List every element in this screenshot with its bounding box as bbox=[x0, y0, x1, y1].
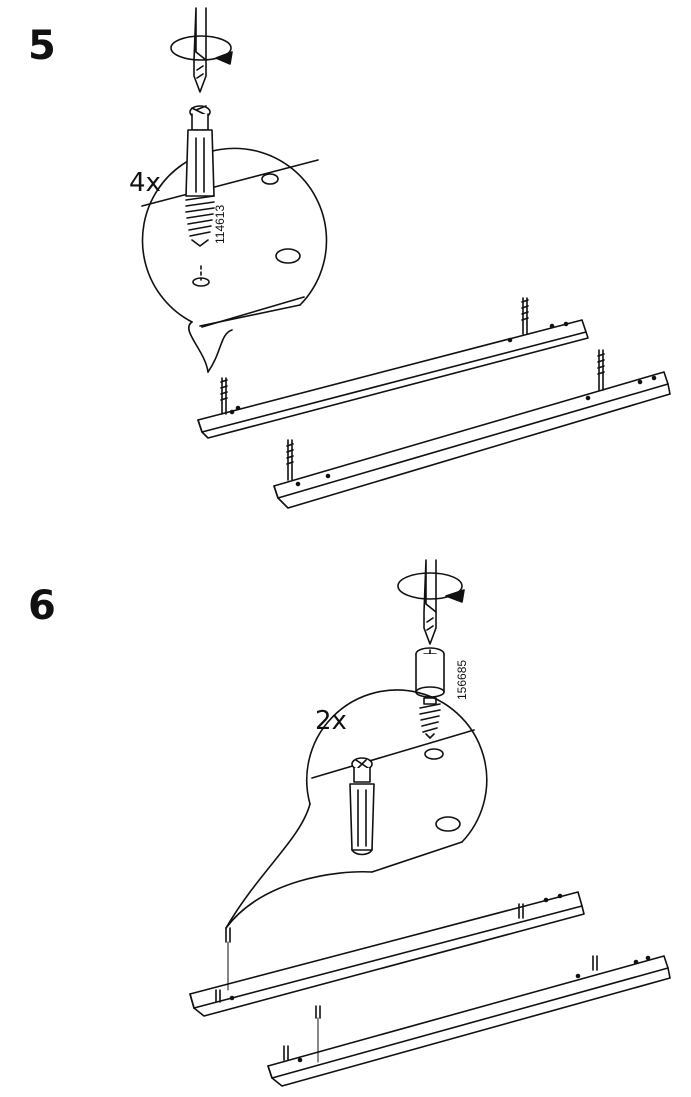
step6-illustration bbox=[189, 559, 671, 1087]
part-number-step5: 114613 bbox=[213, 204, 227, 244]
rotate-arrow-icon bbox=[397, 572, 465, 603]
board-lower bbox=[267, 955, 671, 1087]
screwdriver-icon bbox=[170, 7, 233, 93]
step5-illustration bbox=[141, 7, 671, 509]
cam-dowel-icon bbox=[349, 757, 375, 856]
board-lower bbox=[273, 349, 671, 509]
magnify-circle-detail bbox=[225, 689, 488, 929]
board-upper bbox=[197, 297, 589, 439]
quantity-label-step5: 4x bbox=[129, 168, 161, 198]
screw-dowel-icon bbox=[185, 105, 215, 247]
part-number-step6: 156685 bbox=[455, 659, 469, 700]
board-upper bbox=[189, 891, 585, 1017]
step-number-5: 5 bbox=[28, 23, 56, 69]
step-number-6: 6 bbox=[28, 583, 56, 629]
cam-lock-icon bbox=[415, 647, 445, 739]
screwdriver-icon bbox=[397, 559, 465, 645]
rotate-arrow-icon bbox=[170, 35, 233, 65]
quantity-label-step6: 2x bbox=[315, 706, 347, 736]
magnify-circle-detail bbox=[141, 147, 328, 373]
